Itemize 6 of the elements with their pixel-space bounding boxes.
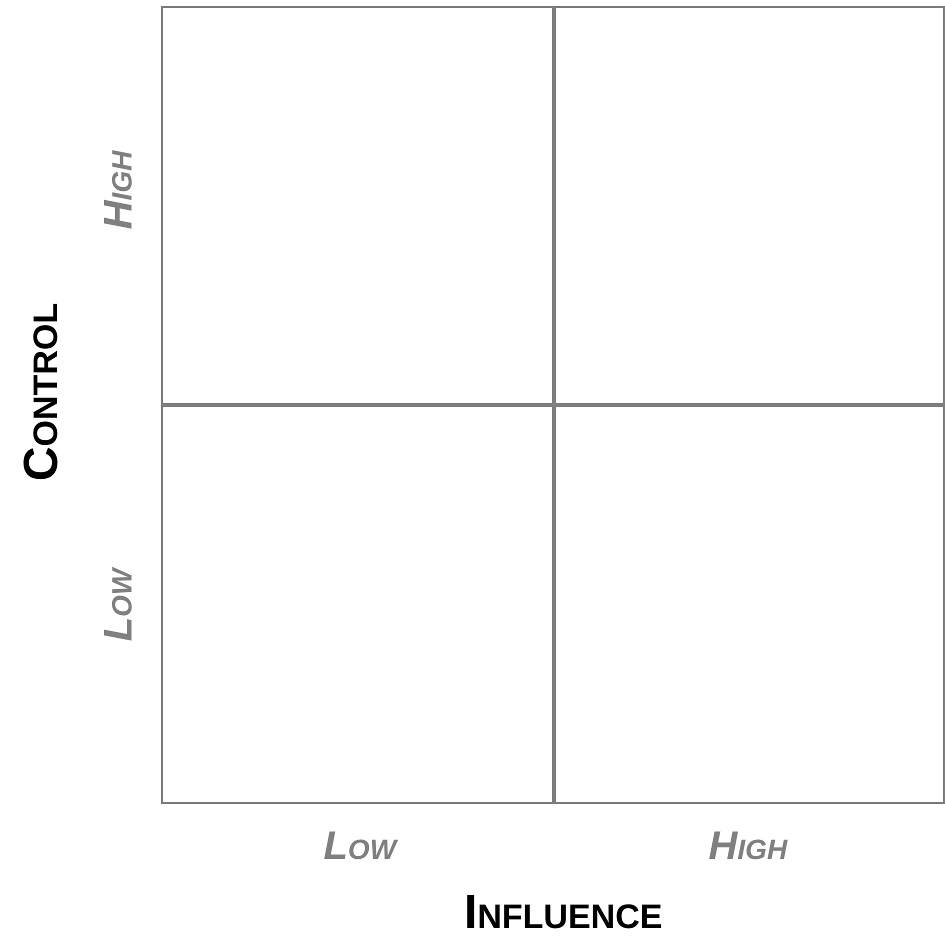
axis-title: Influence <box>464 889 662 937</box>
axis-tick-label: Low <box>98 568 138 642</box>
axis-tick-label: High <box>98 150 138 230</box>
axis-tick-label: Low <box>324 826 396 866</box>
axis-tick-label: High <box>708 826 788 866</box>
axis-title: Control <box>18 302 66 482</box>
